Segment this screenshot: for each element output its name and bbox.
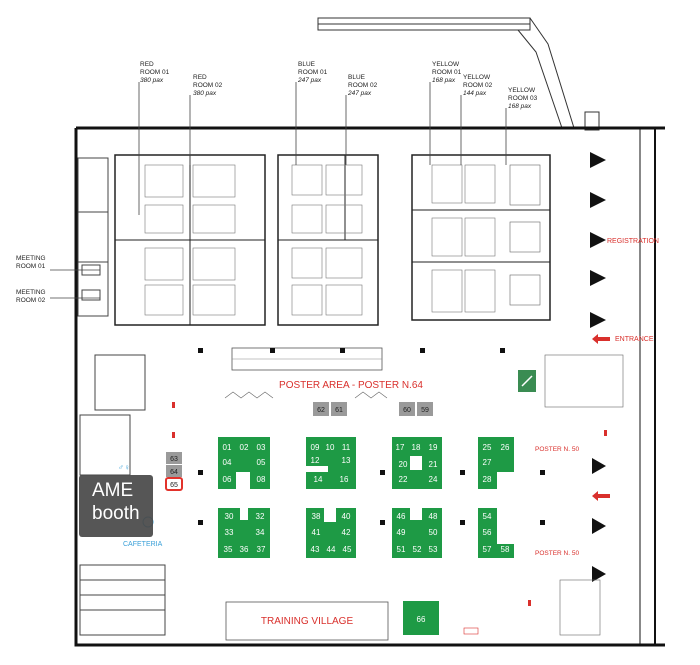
ame-booth-line1: AME xyxy=(92,480,134,501)
yellow-rooms-hall xyxy=(411,154,551,321)
poster-n50-top-label: POSTER N. 50 xyxy=(535,446,579,453)
booth-cluster-09[interactable] xyxy=(306,437,356,489)
blue-rooms-hall xyxy=(277,154,379,326)
svg-text:42: 42 xyxy=(342,528,351,537)
svg-text:59: 59 xyxy=(421,407,429,414)
svg-text:02: 02 xyxy=(240,443,249,452)
svg-text:62: 62 xyxy=(317,407,325,414)
svg-text:43: 43 xyxy=(311,545,320,554)
restroom-icon: ♂♀ xyxy=(118,463,130,472)
svg-text:32: 32 xyxy=(256,512,265,521)
building-outline xyxy=(74,126,665,647)
svg-text:18: 18 xyxy=(412,443,421,452)
poster-area-label: POSTER AREA - POSTER N.64 xyxy=(279,380,423,391)
svg-text:30: 30 xyxy=(225,512,234,521)
svg-text:58: 58 xyxy=(501,545,510,554)
svg-text:60: 60 xyxy=(403,407,411,414)
svg-text:38: 38 xyxy=(312,512,321,521)
svg-text:65: 65 xyxy=(170,482,178,489)
room-callout-lines xyxy=(50,82,507,299)
booth-66[interactable]: 66 xyxy=(403,601,439,635)
svg-text:27: 27 xyxy=(483,458,492,467)
svg-text:17: 17 xyxy=(396,443,405,452)
training-village: TRAINING VILLAGE xyxy=(225,601,389,641)
svg-text:53: 53 xyxy=(429,545,438,554)
svg-text:56: 56 xyxy=(483,528,492,537)
svg-text:50: 50 xyxy=(429,528,438,537)
svg-text:61: 61 xyxy=(335,407,343,414)
svg-text:04: 04 xyxy=(223,458,232,467)
svg-text:13: 13 xyxy=(342,456,351,465)
svg-text:25: 25 xyxy=(483,443,492,452)
svg-text:52: 52 xyxy=(413,545,422,554)
registration-label: REGISTRATION xyxy=(607,238,659,245)
svg-text:45: 45 xyxy=(343,545,352,554)
svg-text:12: 12 xyxy=(311,456,320,465)
svg-text:22: 22 xyxy=(399,475,408,484)
ame-booth-callout[interactable]: AME booth xyxy=(79,475,153,537)
side-entrance-arrow-icon xyxy=(592,491,610,501)
svg-text:11: 11 xyxy=(342,443,351,452)
safety-markers xyxy=(172,402,607,635)
svg-text:44: 44 xyxy=(327,545,336,554)
svg-text:33: 33 xyxy=(225,528,234,537)
registration-area: REGISTRATION ENTRANCE POSTER N. 50 POSTE… xyxy=(509,152,659,636)
ame-booth-line2: booth xyxy=(92,503,140,524)
entrance-label: ENTRANCE xyxy=(615,336,654,343)
svg-text:20: 20 xyxy=(399,460,408,469)
cafeteria-label: CAFETERIA xyxy=(123,541,163,548)
svg-text:41: 41 xyxy=(312,528,321,537)
svg-text:54: 54 xyxy=(483,512,492,521)
svg-text:21: 21 xyxy=(429,460,438,469)
left-service-blocks xyxy=(77,157,166,636)
svg-text:05: 05 xyxy=(257,458,266,467)
svg-text:16: 16 xyxy=(340,475,349,484)
svg-text:09: 09 xyxy=(311,443,320,452)
svg-text:19: 19 xyxy=(429,443,438,452)
svg-text:24: 24 xyxy=(429,475,438,484)
svg-text:01: 01 xyxy=(223,443,232,452)
poster-n50-bottom-label: POSTER N. 50 xyxy=(535,550,579,557)
entrance-arrow-icon xyxy=(592,334,610,344)
svg-text:57: 57 xyxy=(483,545,492,554)
svg-text:63: 63 xyxy=(170,456,178,463)
poster-area: POSTER AREA - POSTER N.64 xyxy=(224,347,423,399)
svg-text:35: 35 xyxy=(224,545,233,554)
svg-text:66: 66 xyxy=(417,615,426,624)
svg-text:06: 06 xyxy=(223,475,232,484)
booth-65-highlight[interactable] xyxy=(165,477,183,491)
svg-text:28: 28 xyxy=(483,475,492,484)
svg-text:03: 03 xyxy=(257,443,266,452)
svg-text:64: 64 xyxy=(170,469,178,476)
svg-text:37: 37 xyxy=(257,545,266,554)
svg-text:10: 10 xyxy=(326,443,335,452)
svg-text:46: 46 xyxy=(397,512,406,521)
svg-text:26: 26 xyxy=(501,443,510,452)
svg-text:TRAINING VILLAGE: TRAINING VILLAGE xyxy=(261,616,354,627)
svg-text:40: 40 xyxy=(342,512,351,521)
red-rooms-hall xyxy=(114,154,266,326)
svg-text:51: 51 xyxy=(397,545,406,554)
svg-text:49: 49 xyxy=(397,528,406,537)
svg-text:48: 48 xyxy=(429,512,438,521)
svg-text:36: 36 xyxy=(240,545,249,554)
gray-poster-boards: 62 61 60 59 63 64 65 xyxy=(165,402,433,491)
svg-text:34: 34 xyxy=(256,528,265,537)
svg-text:08: 08 xyxy=(257,475,266,484)
walkway-structure xyxy=(317,17,600,131)
svg-text:14: 14 xyxy=(314,475,323,484)
columns xyxy=(198,348,545,525)
